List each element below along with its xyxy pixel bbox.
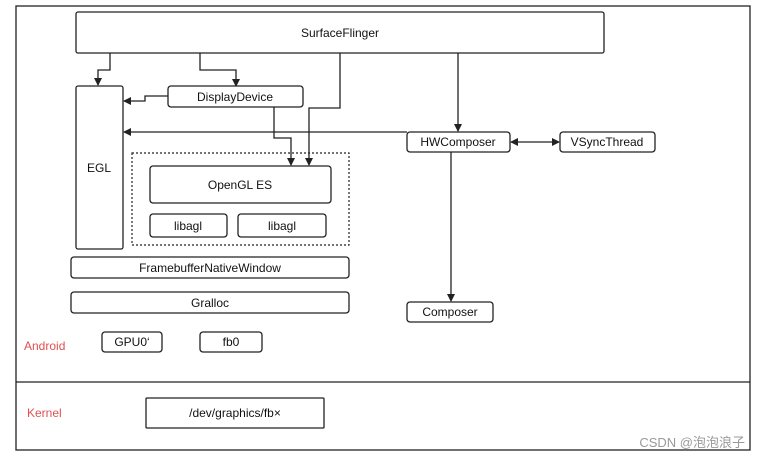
dev-graphics-fb-label: /dev/graphics/fb×: [189, 406, 281, 420]
node-displaydevice: DisplayDevice: [167, 85, 304, 108]
composer-label: Composer: [422, 305, 477, 319]
node-vsyncthread: VSyncThread: [559, 131, 656, 153]
node-egl: EGL: [75, 85, 124, 250]
sf-to-displaydevice-arrow: [199, 53, 240, 87]
displaydevice-to-opengl-arrow: [273, 107, 295, 166]
fb0-label: fb0: [223, 335, 240, 349]
framebuffer-native-window-label: FramebufferNativeWindow: [139, 261, 281, 275]
displaydevice-label: DisplayDevice: [197, 90, 273, 104]
node-surfaceflinger: SurfaceFlinger: [75, 11, 605, 54]
opengl-container: [131, 152, 350, 246]
displaydevice-to-egl-arrow: [123, 95, 168, 105]
node-opengl-es: OpenGL ES: [149, 165, 332, 204]
egl-label: EGL: [87, 161, 111, 175]
node-hwcomposer: HWComposer: [406, 131, 511, 153]
surfaceflinger-label: SurfaceFlinger: [301, 26, 379, 40]
hwcomposer-label: HWComposer: [420, 135, 495, 149]
node-fb0: fb0: [199, 331, 263, 353]
sf-to-opengl-arrow: [305, 53, 341, 166]
kernel-layer-label: Kernel: [27, 406, 62, 420]
sf-to-egl-arrow: [94, 53, 111, 86]
gralloc-label: Gralloc: [191, 296, 229, 310]
node-gpu0: GPU0‘: [101, 331, 163, 353]
android-layer-label: Android: [24, 339, 65, 353]
watermark: CSDN @泡泡浪子: [639, 435, 745, 450]
node-libagl-2: libagl: [237, 213, 327, 238]
gpu0-label: GPU0‘: [114, 335, 149, 349]
connectors: [94, 53, 560, 302]
node-framebuffer-native-window: FramebufferNativeWindow: [70, 256, 350, 279]
vsyncthread-label: VSyncThread: [571, 135, 644, 149]
opengl-es-label: OpenGL ES: [208, 178, 272, 192]
libagl-2-label: libagl: [268, 219, 296, 233]
node-libagl-1: libagl: [149, 213, 228, 238]
libagl-1-label: libagl: [174, 219, 202, 233]
outer-frame: [15, 5, 751, 451]
node-dev-graphics-fb: /dev/graphics/fb×: [145, 397, 325, 429]
node-gralloc: Gralloc: [70, 291, 350, 314]
node-composer: Composer: [406, 301, 494, 323]
